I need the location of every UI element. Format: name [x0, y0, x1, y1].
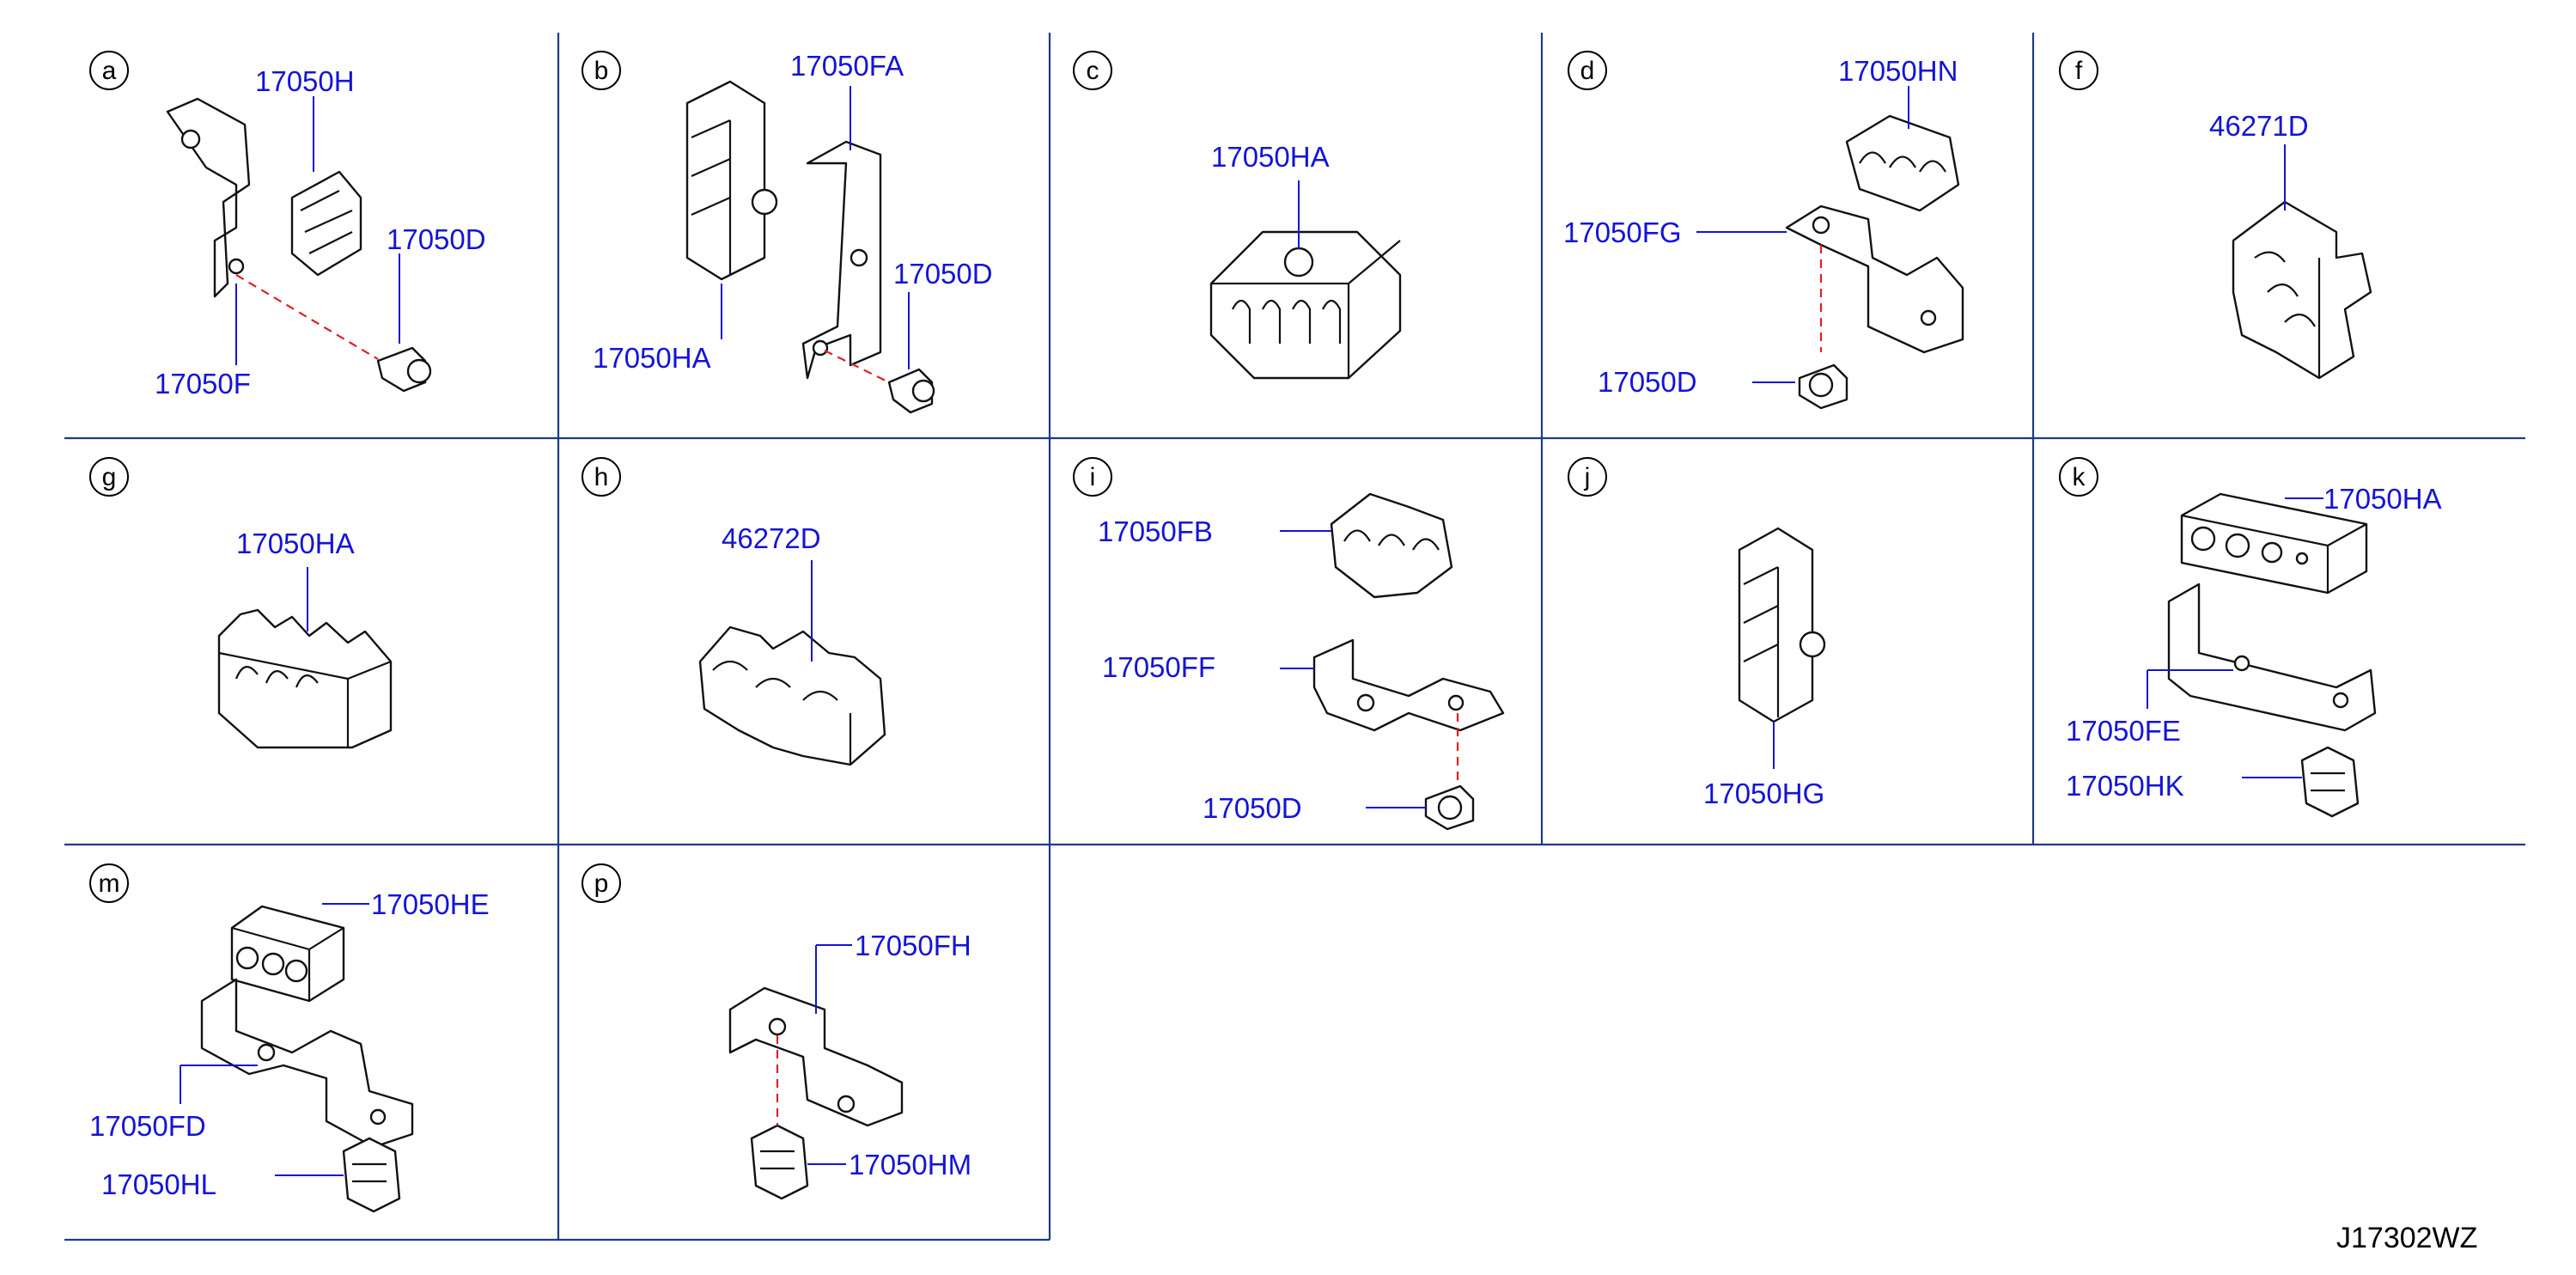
grid — [64, 33, 2525, 1241]
cell-m: m 17050HE 17050FD 17050HL — [89, 863, 490, 1213]
part-label: 46271D — [2209, 110, 2309, 142]
part-label: 17050FA — [790, 50, 904, 82]
part-label: 17050HN — [1838, 55, 1958, 87]
cell-c: c 17050HA — [1073, 51, 1402, 380]
cell-b-letter: b — [594, 57, 609, 85]
part-label: 17050HE — [371, 888, 490, 920]
part-label: 17050HA — [2323, 483, 2442, 515]
part-label: 17050FE — [2066, 715, 2181, 747]
part-label: 17050FH — [855, 930, 971, 961]
cell-d-letter: d — [1580, 57, 1595, 85]
cell-c-letter: c — [1087, 57, 1099, 85]
cell-p-letter: p — [594, 869, 609, 898]
part-label: 17050HA — [593, 342, 711, 374]
diagram-reference: J17302WZ — [2336, 1222, 2477, 1254]
cell-d: d 17050HN 17050FG 17050D — [1563, 51, 1964, 410]
cell-a: a 17050H 17050D 17050F — [89, 51, 486, 400]
part-label: 17050HM — [849, 1149, 971, 1180]
part-label: 17050FB — [1098, 515, 1213, 547]
cell-i: i 17050FB 17050FF 17050D — [1073, 457, 1505, 831]
part-label: 17050D — [893, 258, 993, 290]
part-label: 17050D — [1598, 366, 1697, 398]
part-label: 17050F — [155, 368, 251, 400]
cell-j-letter: j — [1584, 463, 1591, 491]
part-label: 17050HK — [2066, 770, 2184, 802]
cell-p: p 17050FH 17050HM — [582, 863, 971, 1200]
part-label: 17050HA — [236, 528, 355, 559]
cell-k-letter: k — [2073, 463, 2086, 491]
part-label: 17050FF — [1102, 651, 1215, 683]
part-label: 46272D — [722, 522, 821, 554]
cell-i-letter: i — [1090, 463, 1096, 491]
part-label: 17050D — [1203, 792, 1302, 824]
cell-f-letter: f — [2075, 57, 2083, 85]
part-label: 17050HA — [1211, 141, 1330, 173]
cell-f: f 46271D — [2059, 51, 2372, 380]
part-label: 17050HG — [1703, 778, 1824, 809]
part-label: 17050H — [255, 65, 355, 97]
part-label: 17050HL — [101, 1168, 216, 1200]
part-label: 17050D — [387, 223, 486, 255]
cell-h-letter: h — [594, 463, 609, 491]
part-label: 17050FG — [1563, 217, 1682, 248]
cell-m-letter: m — [99, 869, 120, 898]
cell-b: b 17050FA 17050D 17050HA — [582, 50, 993, 414]
part-label: 17050FD — [89, 1110, 206, 1142]
cell-a-letter: a — [102, 57, 117, 85]
cell-g: g 17050HA — [89, 457, 393, 749]
cell-h: h 46272D — [582, 457, 886, 766]
cell-k: k 17050HA 17050FE 17050HK — [2059, 457, 2442, 818]
cell-j: j 17050HG — [1568, 457, 1826, 809]
cell-g-letter: g — [102, 463, 117, 491]
